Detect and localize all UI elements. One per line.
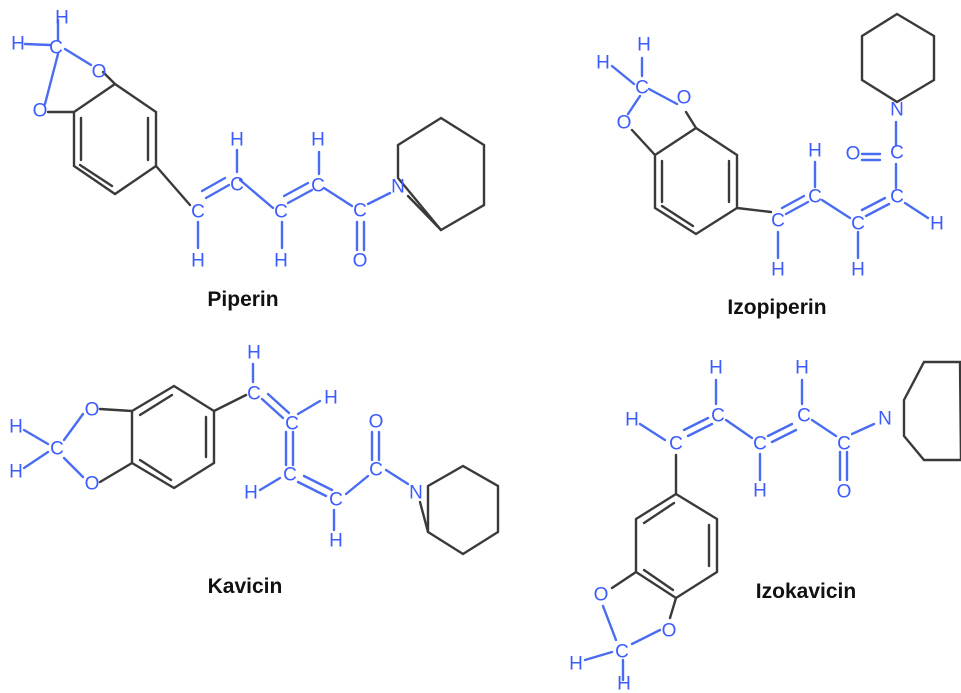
atom-c: C bbox=[635, 78, 649, 99]
atom-h: H bbox=[930, 214, 944, 235]
atom-c: C bbox=[615, 642, 629, 663]
izokavicin-benzene-ring bbox=[634, 492, 719, 600]
atom-o: O bbox=[677, 88, 692, 109]
atom-h: H bbox=[274, 251, 288, 272]
atom-h: H bbox=[625, 410, 639, 431]
molecule-name: Izopiperin bbox=[727, 296, 826, 319]
molecule-name: Izokavicin bbox=[756, 580, 856, 603]
kavicin-piperidine-ring bbox=[426, 464, 500, 556]
atom-o: O bbox=[369, 412, 384, 433]
atom-o: O bbox=[33, 101, 48, 122]
molecule-izopiperin: H H C O O C H H C C H C H C O N Izopiper… bbox=[596, 12, 944, 319]
atom-o: O bbox=[662, 621, 677, 642]
izopiperin-benzene-ring bbox=[653, 126, 739, 236]
atom-h: H bbox=[851, 260, 865, 281]
atom-h: H bbox=[795, 358, 809, 379]
atom-h: H bbox=[191, 251, 205, 272]
molecule-name: Kavicin bbox=[208, 575, 283, 598]
atom-c: C bbox=[283, 465, 297, 486]
atom-h: H bbox=[753, 481, 767, 502]
atom-h: H bbox=[596, 53, 610, 74]
atom-n: N bbox=[890, 100, 904, 121]
atom-o: O bbox=[837, 482, 852, 503]
izopiperin-piperidine-ring bbox=[860, 12, 936, 104]
atom-c: C bbox=[274, 202, 288, 223]
atom-n: N bbox=[391, 177, 405, 198]
molecule-piperin: H H C O O C H H C C H H C C O N Piperin bbox=[11, 8, 486, 311]
atom-c: C bbox=[851, 214, 865, 235]
atom-c: C bbox=[49, 38, 63, 59]
atom-h: H bbox=[771, 260, 785, 281]
atom-h: H bbox=[617, 674, 631, 693]
atom-o: O bbox=[85, 400, 100, 421]
kavicin-benzene-ring bbox=[130, 384, 216, 490]
atom-c: C bbox=[753, 434, 767, 455]
atom-c: C bbox=[890, 187, 904, 208]
atom-o: O bbox=[617, 113, 632, 134]
atom-o: O bbox=[353, 251, 368, 272]
atom-h: H bbox=[247, 343, 261, 364]
atom-c: C bbox=[285, 414, 299, 435]
atom-c: C bbox=[808, 187, 822, 208]
atom-o: O bbox=[594, 585, 609, 606]
atom-h: H bbox=[637, 35, 651, 56]
atom-h: H bbox=[569, 654, 583, 675]
atom-h: H bbox=[230, 130, 244, 151]
atom-h: H bbox=[9, 462, 23, 483]
molecule-kavicin: H C H C C H C H C O N O O C H H Kavicin bbox=[9, 343, 500, 598]
piperin-benzene-ring bbox=[72, 82, 158, 196]
atom-o: O bbox=[92, 62, 107, 83]
atom-o: O bbox=[85, 474, 100, 495]
molecule-izokavicin: H C H C C H H C C O N O O C H H Izokavic… bbox=[569, 358, 961, 693]
atom-h: H bbox=[808, 141, 822, 162]
atom-c: C bbox=[353, 201, 367, 222]
atom-h: H bbox=[11, 34, 25, 55]
molecule-name: Piperin bbox=[207, 288, 278, 311]
atom-h: H bbox=[55, 8, 69, 29]
atom-h: H bbox=[244, 483, 258, 504]
atom-h: H bbox=[9, 417, 23, 438]
atom-c: C bbox=[711, 406, 725, 427]
atom-c: C bbox=[771, 211, 785, 232]
atom-c: C bbox=[369, 460, 383, 481]
atom-c: C bbox=[311, 176, 325, 197]
atom-c: C bbox=[50, 439, 64, 460]
piperin-piperidine-ring bbox=[396, 116, 486, 232]
atom-h: H bbox=[709, 358, 723, 379]
atom-h: H bbox=[311, 130, 325, 151]
atom-n: N bbox=[409, 483, 423, 504]
izokavicin-piperidine-ring bbox=[902, 360, 961, 462]
atom-c: C bbox=[329, 490, 343, 511]
atom-n: N bbox=[878, 409, 892, 430]
atom-c: C bbox=[890, 143, 904, 164]
atom-o: O bbox=[846, 144, 861, 165]
atom-c: C bbox=[797, 406, 811, 427]
atom-c: C bbox=[247, 384, 261, 405]
atom-h: H bbox=[324, 388, 338, 409]
atom-c: C bbox=[230, 175, 244, 196]
atom-c: C bbox=[669, 434, 683, 455]
atom-h: H bbox=[329, 531, 343, 552]
atom-c: C bbox=[191, 202, 205, 223]
atom-c: C bbox=[837, 434, 851, 455]
